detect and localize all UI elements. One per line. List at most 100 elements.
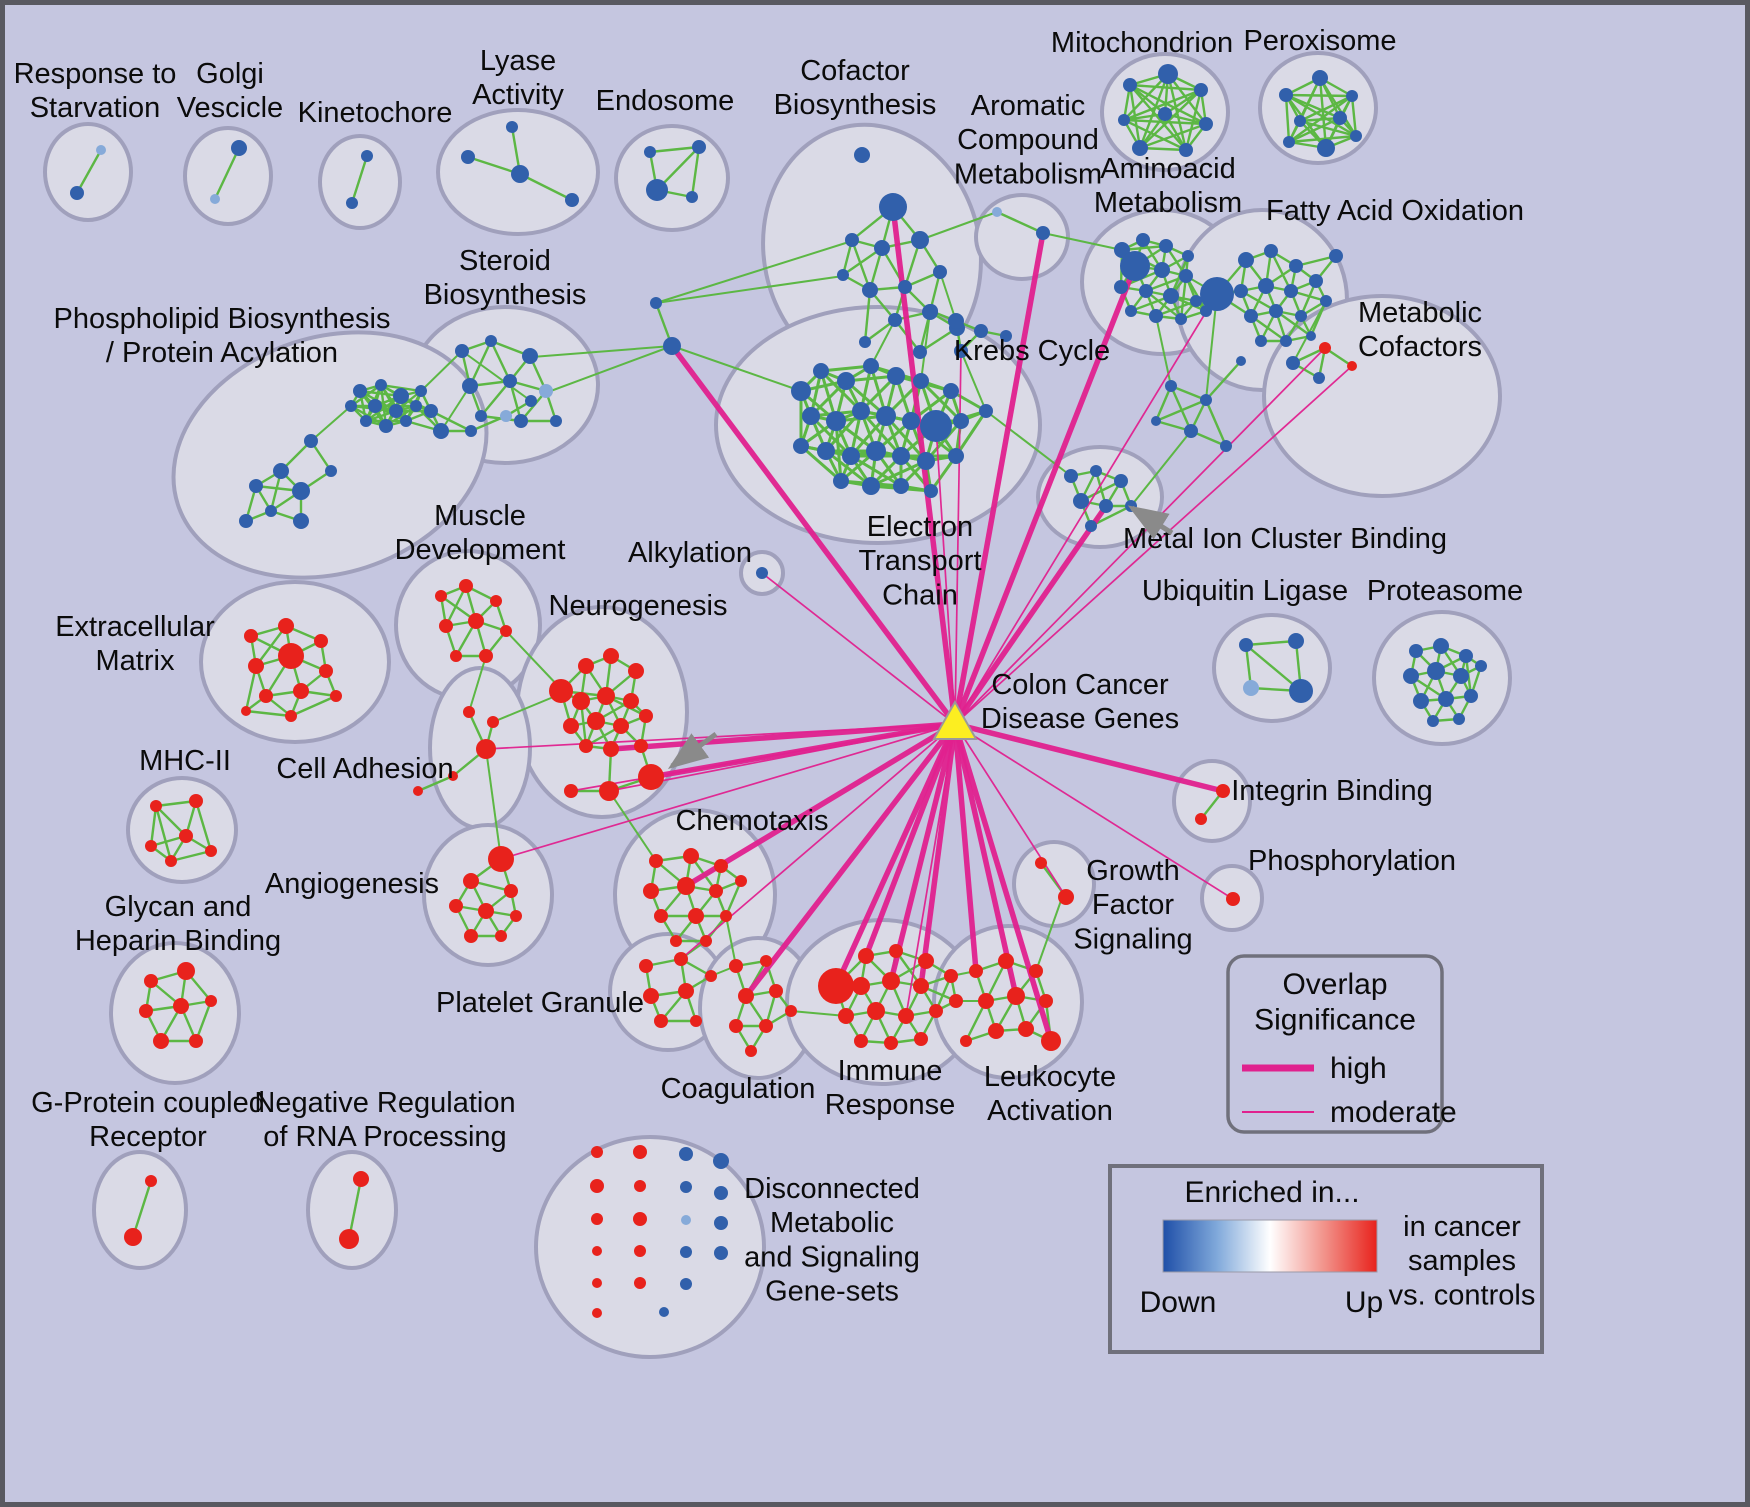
cofactor-biosynthesis-node [911, 231, 929, 249]
electron-transport-chain-edge [800, 444, 842, 483]
lyase-activity-node [506, 121, 518, 133]
disconnected-gene-sets-node [679, 1147, 693, 1161]
negative-regulation-rna-processing-edge [347, 1178, 363, 1240]
neurogenesis-node [587, 712, 605, 730]
g-protein-coupled-receptor-region [92, 1150, 188, 1270]
coagulation-node [738, 988, 754, 1004]
coagulation-node [729, 959, 743, 973]
overlap-edge-moderate [485, 723, 956, 750]
mitochondrion-edge [1129, 84, 1187, 151]
immune-response-node [882, 972, 900, 990]
electron-transport-chain-node [943, 383, 959, 399]
inter-cluster-link [1042, 232, 1123, 251]
leukocyte-activation-node [1018, 1021, 1034, 1037]
proteasome-node [1409, 644, 1423, 658]
coagulation-node [759, 1019, 773, 1033]
metal-ion-cluster-binding-label: Metal Ion Cluster Binding [1123, 523, 1447, 555]
legend-overlap-label-high: high [1330, 1052, 1387, 1085]
phospholipid-biosynthesis-node [345, 400, 357, 412]
muscle-development-node [450, 650, 462, 662]
legend-enriched-gradient-bar [1162, 1219, 1378, 1273]
phospholipid-biosynthesis-label: Phospholipid Biosynthesis/ Protein Acyla… [54, 303, 391, 369]
immune-response-node [949, 994, 963, 1008]
mhc-ii-node [205, 845, 217, 857]
peroxisome-edge [1285, 93, 1353, 98]
coagulation-node [760, 955, 772, 967]
steroid-biosynthesis-node [485, 335, 497, 347]
pointer-arrow [1127, 505, 1174, 540]
electron-transport-chain-node [813, 363, 829, 379]
cofactor-biosynthesis-edge [863, 289, 872, 343]
endosome-node [646, 179, 668, 201]
metabolic-cofactors-node [1347, 361, 1357, 371]
phospholipid-biosynthesis-node [393, 388, 409, 404]
aromatic-compound-metabolism-node [1036, 226, 1050, 240]
immune-response-node [867, 1002, 885, 1020]
neurogenesis-node [639, 709, 653, 723]
proteasome-node [1403, 668, 1419, 684]
scattered-metabolic-node [1151, 416, 1161, 426]
aminoacid-metabolism-node [1154, 262, 1170, 278]
proteasome-node [1464, 689, 1478, 703]
mitochondrion-node [1199, 117, 1213, 131]
phosphorylation-label: Phosphorylation [1248, 845, 1456, 877]
legend-enriched-up-label: Up [1345, 1286, 1383, 1319]
chemotaxis-node [714, 859, 728, 873]
leukocyte-activation-node [998, 953, 1014, 969]
mitochondrion-edge [1129, 84, 1166, 115]
cofactor-biosynthesis-node [913, 345, 927, 359]
overlap-edge-moderate [905, 723, 956, 1017]
krebs-cycle-node [1000, 330, 1012, 342]
proteasome-node [1438, 691, 1454, 707]
inter-cluster-link [310, 405, 352, 442]
fatty-acid-oxidation-node [1295, 310, 1307, 322]
inter-cluster-link [655, 275, 844, 304]
fatty-acid-oxidation-node [1234, 284, 1248, 298]
endosome-region [614, 124, 730, 232]
metabolic-cofactors-node [1286, 356, 1300, 370]
neurogenesis-node [572, 692, 590, 710]
steroid-biosynthesis-edge [468, 340, 493, 387]
metal-ion-cluster-binding-node [1090, 465, 1102, 477]
scattered-metabolic-node [1184, 424, 1198, 438]
electron-transport-chain-node [979, 404, 993, 418]
mitochondrion-node [1123, 78, 1137, 92]
inter-cluster-link [939, 271, 957, 322]
phospholipid-biosynthesis-node [249, 479, 263, 493]
aminoacid-metabolism-node [1149, 309, 1163, 323]
colon-cancer-hub-triangle [932, 699, 978, 740]
inter-cluster-link [505, 630, 562, 690]
electron-transport-chain-node [817, 442, 835, 460]
electron-transport-chain-node [842, 447, 860, 465]
coagulation-node [729, 1019, 743, 1033]
cofactor-biosynthesis-node [862, 282, 878, 298]
disconnected-gene-sets-node [591, 1146, 603, 1158]
phospholipid-biosynthesis-node [525, 395, 537, 407]
fatty-acid-oxidation-node [1258, 278, 1274, 294]
extracellular-matrix-node [330, 690, 342, 702]
mitochondrion-edge [1139, 89, 1202, 149]
cofactor-biosynthesis-edge [850, 239, 872, 291]
leukocyte-activation-node [978, 993, 994, 1009]
phospholipid-biosynthesis-node [400, 415, 412, 427]
fatty-acid-oxidation-node [1269, 304, 1283, 318]
disconnected-gene-sets-node [592, 1278, 602, 1288]
chemotaxis-node [709, 884, 723, 898]
overlap-edge-high [888, 723, 958, 982]
neurogenesis-node [549, 679, 573, 703]
overlap-edge-high [743, 722, 958, 998]
extracellular-matrix-node [241, 706, 251, 716]
immune-response-node [854, 1034, 868, 1048]
electron-transport-chain-node [902, 412, 920, 430]
peroxisome-node [1283, 136, 1295, 148]
mhc-ii-node [145, 840, 157, 852]
neurogenesis-node [578, 658, 594, 674]
inter-cluster-link [1205, 293, 1218, 401]
immune-response-node [852, 977, 870, 995]
cofactor-biosynthesis-node [859, 336, 871, 348]
ubiquitin-ligase-node [1289, 679, 1313, 703]
